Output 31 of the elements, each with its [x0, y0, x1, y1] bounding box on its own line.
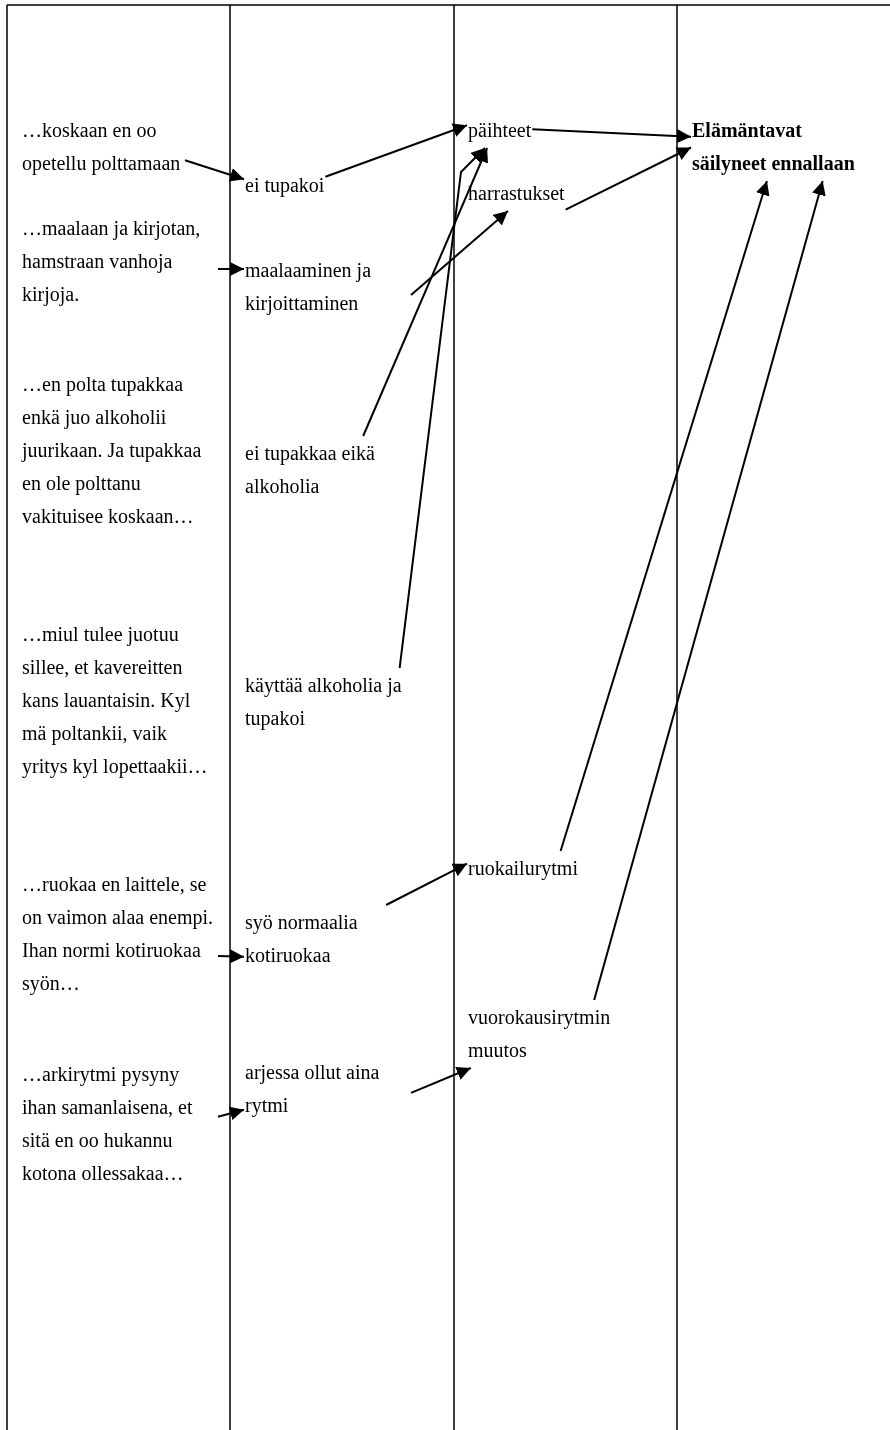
arrow	[385, 862, 468, 906]
arrow	[184, 159, 245, 182]
arrow	[324, 123, 468, 178]
arrow	[362, 147, 489, 437]
category-text: vuorokausirytmin muutos	[468, 1001, 618, 1067]
arrow	[410, 210, 509, 296]
category-text: ruokailurytmi	[468, 852, 578, 885]
arrow	[564, 146, 692, 211]
code-text: maalaaminen ja kirjoittaminen	[245, 254, 410, 320]
arrow	[410, 1066, 472, 1094]
code-text: käyttää alkoholia ja tupakoi	[245, 669, 410, 735]
code-text: syö normaalia kotiruokaa	[245, 906, 410, 972]
arrow	[217, 949, 245, 964]
interview-quote: …miul tulee juotuu sillee, et kavereitten kans lauantaisin. Kyl mä poltankii, vaik yritys kyl lopettaakii…	[22, 618, 217, 783]
arrow	[398, 147, 486, 669]
arrow	[217, 262, 245, 276]
category-text: harrastukset	[468, 177, 565, 210]
arrow	[531, 128, 692, 144]
arrow	[593, 180, 826, 1001]
interview-quote: …koskaan en oo opetellu polttamaan	[22, 114, 184, 180]
interview-quote: …maalaan ja kirjotan, hamstraan vanhoja kirjoja.	[22, 212, 217, 311]
code-text: arjessa ollut aina rytmi	[245, 1056, 410, 1122]
arrow	[559, 180, 770, 852]
code-text: ei tupakoi	[245, 169, 325, 202]
theme-text: Elämäntavat säilyneet ennallaan	[692, 114, 877, 180]
interview-quote: …en polta tupakkaa enkä juo alkoholii juurikaan. Ja tupakkaa en ole polttanu vakituisee koskaan…	[22, 368, 217, 533]
interview-quote: …arkirytmi pysyny ihan samanlaisena, et sitä en oo hukannu kotona ollessakaa…	[22, 1058, 217, 1190]
interview-quote: …ruokaa en laittele, se on vaimon alaa enempi. Ihan normi kotiruokaa syön…	[22, 868, 217, 1000]
code-text: ei tupakkaa eikä alkoholia	[245, 437, 410, 503]
arrow	[217, 1106, 245, 1121]
category-text: päihteet	[468, 114, 532, 147]
